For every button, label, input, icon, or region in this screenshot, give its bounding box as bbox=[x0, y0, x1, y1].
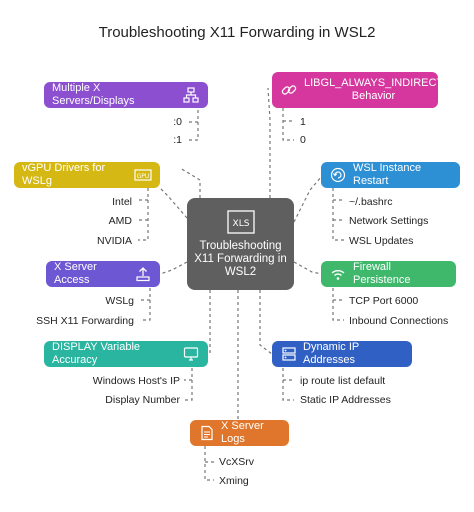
leaf-item: Inbound Connections bbox=[349, 315, 449, 327]
node-label: DISPLAY Variable Accuracy bbox=[52, 341, 141, 366]
leaf-item: :1 bbox=[173, 134, 182, 146]
node-multiple-x-servers[interactable]: Multiple X Servers/Displays bbox=[44, 82, 208, 108]
leaf-item: 0 bbox=[300, 134, 306, 146]
wifi-icon bbox=[329, 265, 347, 283]
leaf-item: Static IP Addresses bbox=[300, 394, 391, 406]
node-wsl-restart[interactable]: WSL Instance Restart bbox=[321, 162, 460, 188]
server-icon bbox=[280, 345, 298, 363]
node-label: LIBGL_ALWAYS_INDIRECT Behavior bbox=[304, 77, 444, 102]
leaf-item: ~/.bashrc bbox=[349, 196, 393, 208]
leaf-item: SSH X11 Forwarding bbox=[36, 315, 134, 327]
node-vgpu[interactable]: vGPU Drivers for WSLg GPU bbox=[14, 162, 160, 188]
node-label: X Server Logs bbox=[221, 420, 264, 445]
node-x-server-access[interactable]: X Server Access bbox=[46, 261, 160, 287]
leaf-item: WSL Updates bbox=[349, 235, 414, 247]
leaf-item: WSLg bbox=[105, 295, 134, 307]
node-label: Firewall Persistence bbox=[353, 261, 411, 286]
svg-text:XLS: XLS bbox=[233, 219, 250, 229]
network-icon bbox=[182, 86, 200, 104]
node-label: Multiple X Servers/Displays bbox=[52, 82, 135, 107]
leaf-item: TCP Port 6000 bbox=[349, 295, 419, 307]
leaf-item: Intel bbox=[112, 196, 132, 208]
refresh-icon bbox=[329, 166, 347, 184]
node-label: X Server Access bbox=[54, 261, 97, 286]
leaf-item: :0 bbox=[173, 116, 182, 128]
leaf-item: NVIDIA bbox=[96, 235, 132, 247]
leaf-item: 1 bbox=[300, 116, 306, 128]
link-icon bbox=[280, 81, 298, 99]
center-label: Troubleshooting X11 Forwarding in WSL2 bbox=[194, 240, 287, 278]
node-label: vGPU Drivers for WSLg bbox=[22, 162, 106, 187]
center-node[interactable]: XLS Troubleshooting X11 Forwarding in WS… bbox=[187, 198, 294, 290]
leaf-item: Display Number bbox=[105, 394, 180, 406]
xls-file-icon: XLS bbox=[226, 210, 256, 234]
leaf-item: ip route list default bbox=[300, 375, 386, 387]
leaf-item: VcXSrv bbox=[219, 456, 255, 468]
gpu-icon: GPU bbox=[134, 166, 152, 184]
node-label: WSL Instance Restart bbox=[353, 162, 422, 187]
log-icon bbox=[198, 424, 216, 442]
node-display-variable[interactable]: DISPLAY Variable Accuracy bbox=[44, 341, 208, 367]
leaf-item: Network Settings bbox=[349, 215, 429, 227]
node-dynamic-ip[interactable]: Dynamic IP Addresses bbox=[272, 341, 412, 367]
node-label: Dynamic IP Addresses bbox=[303, 341, 360, 366]
leaf-item: Xming bbox=[219, 475, 249, 487]
node-firewall[interactable]: Firewall Persistence bbox=[321, 261, 456, 287]
leaf-item: AMD bbox=[108, 215, 132, 227]
page-title: Troubleshooting X11 Forwarding in WSL2 bbox=[98, 24, 376, 41]
upload-icon bbox=[134, 265, 152, 283]
node-x-server-logs[interactable]: X Server Logs bbox=[190, 420, 289, 446]
svg-text:GPU: GPU bbox=[137, 173, 150, 180]
monitor-icon bbox=[182, 345, 200, 363]
leaf-item: Windows Host's IP bbox=[92, 375, 180, 387]
node-libgl[interactable]: LIBGL_ALWAYS_INDIRECT Behavior bbox=[272, 72, 443, 108]
